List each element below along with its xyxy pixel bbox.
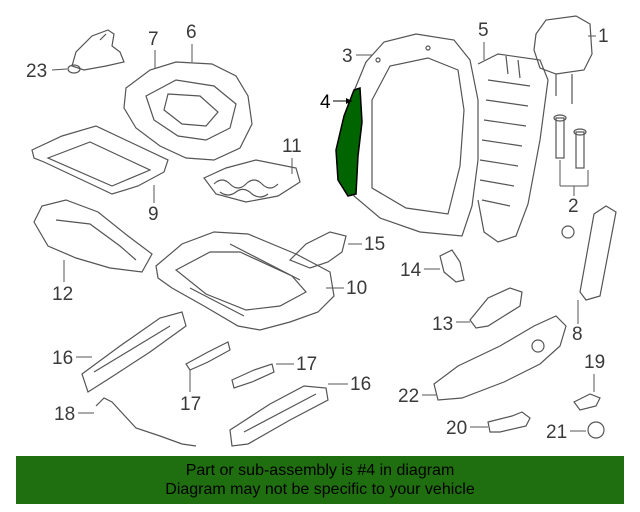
callout-10: 10 [346,278,367,299]
part-15-bracket [288,231,347,269]
callout-14: 14 [400,260,422,281]
callout-8: 8 [572,324,583,345]
part-23-headrest-guide [67,29,125,74]
part-20-handle [487,411,531,433]
part-22-shield [433,315,567,401]
part-19-clip [573,393,601,411]
callout-3: 3 [342,46,353,67]
callout-2: 2 [568,196,579,217]
part-2-bolts [553,114,587,169]
callout-7: 7 [148,29,159,50]
part-1-headrest [533,15,593,104]
part-17-track-cover-left [185,341,231,371]
part-18-wire [95,397,197,447]
callout-16-left: 16 [52,348,73,369]
part-9-cushion-board [31,125,169,195]
callout-12: 12 [52,284,73,305]
info-banner: Part or sub-assembly is #4 in diagram Di… [16,456,624,504]
callout-22: 22 [398,386,419,407]
callout-13: 13 [432,314,453,335]
callout-6: 6 [186,22,197,43]
part-11-cushion-springs [203,159,301,203]
callout-15: 15 [364,234,385,255]
part-3-seatback-cover [351,33,479,237]
part-10-seat-frame [155,231,335,331]
callout-9: 9 [148,204,159,225]
part-21-cap [587,421,605,439]
part-12-side-shield [33,199,153,273]
callout-4: 4 [320,92,331,113]
callout-19: 19 [584,352,605,373]
part-16-seat-track-left [81,311,187,393]
part-4-side-bolster-highlighted [335,86,363,197]
banner-line-2: Diagram may not be specific to your vehi… [165,481,475,498]
parts-diagram: 23 7 6 9 11 12 10 15 [26,15,617,447]
callout-20: 20 [446,418,467,439]
part-13-cover [469,287,523,329]
callout-17-left: 17 [180,394,201,415]
callout-21: 21 [546,422,567,443]
part-17-track-cover-right [231,363,275,389]
banner-line-1: Part or sub-assembly is #4 in diagram [185,462,455,479]
callout-18: 18 [54,404,75,425]
part-8-trim [561,205,617,301]
callout-1: 1 [598,26,609,47]
part-16-seat-track-right [229,385,329,447]
callout-5: 5 [478,20,489,41]
part-14-bracket [439,249,465,283]
callout-11: 11 [282,136,302,157]
callout-16-right: 16 [350,374,371,395]
part-6-cushion-pad [123,61,253,161]
callout-17-right: 17 [296,354,317,375]
part-5-seatback-frame [477,53,549,243]
callout-23: 23 [26,61,47,82]
